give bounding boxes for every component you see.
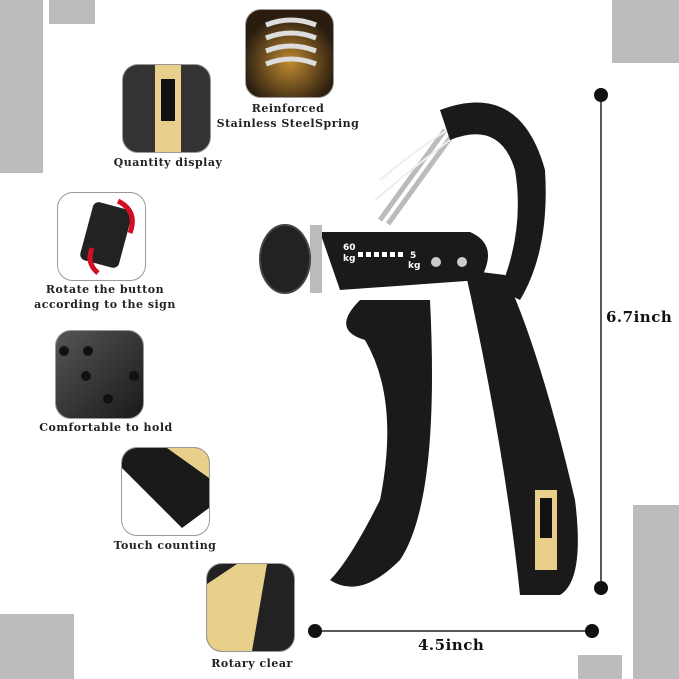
label-line: according to the sign <box>34 298 176 311</box>
scale-unit-label: kg <box>408 261 420 271</box>
comfortable-grip-thumbnail <box>55 330 144 419</box>
decor-block <box>49 0 95 24</box>
dimension-dot <box>585 624 599 638</box>
label-line: Stainless SteelSpring <box>216 117 360 130</box>
width-label: 4.5inch <box>418 636 485 654</box>
quantity-display-thumbnail <box>122 64 211 153</box>
decor-block <box>0 614 74 679</box>
scale-min-label: 5 <box>410 251 416 261</box>
scale-unit-label: kg <box>343 254 355 264</box>
height-label: 6.7inch <box>606 308 673 326</box>
dimension-dot <box>594 88 608 102</box>
decor-block <box>633 505 679 679</box>
rotary-label: Rotary clear <box>211 657 293 670</box>
comfort-label: Comfortable to hold <box>39 421 173 434</box>
touch-counting-thumbnail <box>121 447 210 536</box>
rotate-button-thumbnail <box>57 192 146 281</box>
decor-block <box>612 0 679 63</box>
rotary-clear-thumbnail <box>206 563 295 652</box>
touch-label: Touch counting <box>113 539 217 552</box>
label-line: Reinforced <box>251 102 325 115</box>
display-label: Quantity display <box>113 156 223 169</box>
dimension-dot <box>594 581 608 595</box>
scale-max-label: 60 <box>343 243 356 253</box>
decor-block <box>0 0 43 173</box>
spring-thumbnail <box>245 9 334 98</box>
dimension-dot <box>308 624 322 638</box>
label-line: Rotate the button <box>45 283 165 296</box>
rotate-label: Rotate the button according to the sign <box>34 282 176 312</box>
decor-block <box>578 655 622 679</box>
